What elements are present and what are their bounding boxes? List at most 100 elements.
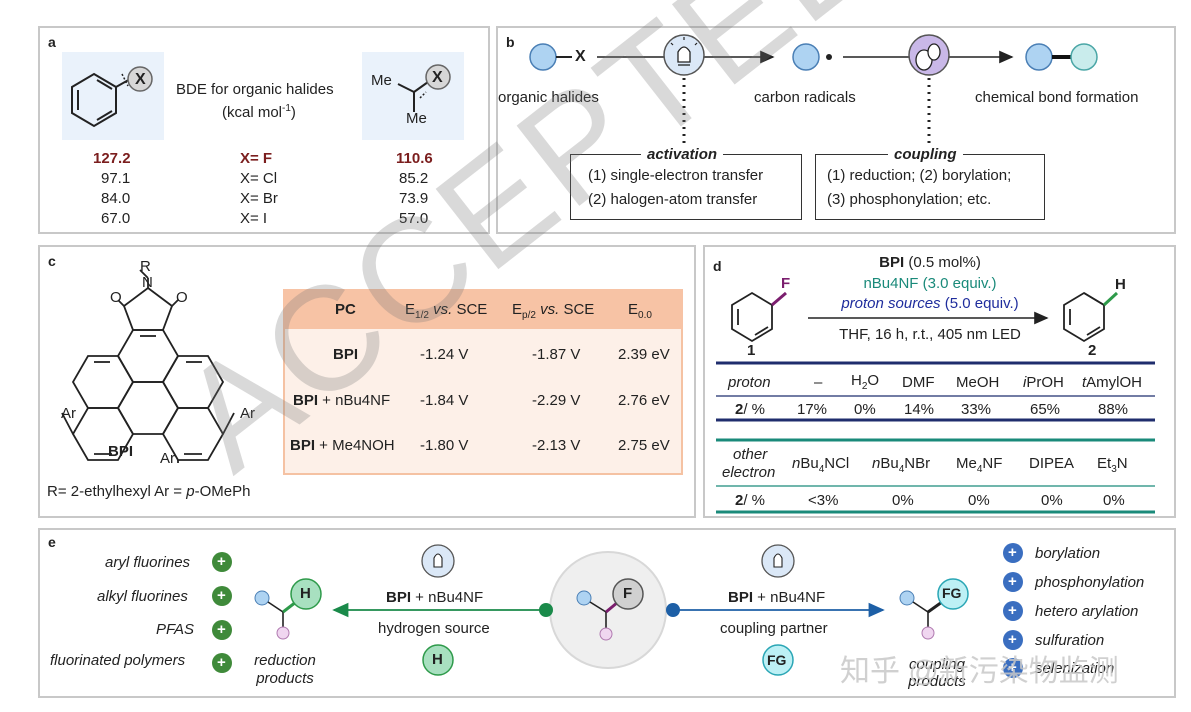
aryl-x-atom: X (135, 71, 146, 88)
plus-badge-right-4: + (1008, 659, 1017, 676)
row-1-e00: 2.76 eV (618, 392, 670, 409)
electron-yield-2: 0% (968, 492, 990, 509)
proton-label: proton (728, 374, 771, 391)
proton-yield-label: 2/ % (735, 401, 766, 418)
cmpd-2: 2 (1088, 342, 1097, 359)
bpi-name: BPI (108, 443, 134, 460)
plus-badge-right-0: + (1008, 544, 1017, 561)
coupling-box (815, 154, 1045, 220)
left-item-0: aryl fluorines (105, 554, 191, 571)
bpi-r-label: R (140, 258, 151, 275)
proton-src-5: tAmylOH (1082, 374, 1143, 391)
plus-badge-right-1: + (1008, 573, 1017, 590)
cond-4: THF, 16 h, r.t., 405 nm LED (839, 326, 1021, 343)
alkyl-halide-structure (362, 52, 464, 140)
alkyl-x-atom: X (432, 69, 443, 86)
plus-badge-left-3: + (217, 654, 226, 671)
bde-title-1: BDE for organic halides (176, 81, 334, 98)
panel-e-label: e (48, 534, 56, 550)
bde-alkyl-1: 85.2 (399, 170, 429, 187)
row-2-pc: BPI + Me4NOH (290, 437, 395, 454)
bpi-ar-left: Ar (61, 405, 76, 422)
plus-badge-right-3: + (1008, 631, 1017, 648)
bde-alkyl-2: 73.9 (399, 190, 429, 207)
panel-b-label: b (506, 34, 515, 50)
proton-yield-2: 14% (904, 401, 935, 418)
coupling-products-2: products (908, 673, 966, 690)
proton-src-1: H2O (851, 372, 880, 392)
coupling-1: (1) reduction; (2) borylation; (827, 167, 1012, 184)
left-item-1: alkyl fluorines (97, 588, 188, 605)
plus-badge-right-2: + (1008, 602, 1017, 619)
proton-yield-3: 33% (961, 401, 992, 418)
plus-badge-left-2: + (217, 621, 226, 638)
panel-a-label: a (48, 34, 56, 50)
bond-formation-label: chemical bond formation (975, 89, 1139, 106)
right-cond-2: coupling partner (720, 620, 828, 637)
carbon-radicals-label: carbon radicals (754, 89, 856, 106)
row-2-e12: -1.80 V (420, 437, 469, 454)
electron-label-1: other (733, 446, 768, 463)
aryl-halide-structure (62, 52, 164, 140)
plus-badge-left-0: + (217, 553, 226, 570)
electron-src-0: nBu4NCl (792, 455, 850, 475)
proton-yield-0: 17% (797, 401, 828, 418)
left-item-3: fluorinated polymers (50, 652, 186, 669)
bpi-n-label: N (142, 274, 153, 291)
coupling-fg-atom: FG (942, 585, 962, 601)
zhihu-watermark: 知乎 @新污染物监测 (840, 655, 1119, 688)
bde-halide-2: X= Br (240, 190, 278, 207)
bpi-o-left: O (110, 289, 122, 306)
row-0-e12: -1.24 V (420, 346, 469, 363)
activation-2: (2) halogen-atom transfer (588, 191, 758, 208)
bpi-ar-right: Ar (240, 405, 255, 422)
right-cond-1: BPI + nBu4NF (728, 589, 826, 606)
bpi-o-right: O (176, 289, 188, 306)
proton-src-0: – (814, 374, 823, 391)
reduction-products-1: reduction (254, 652, 316, 669)
b-x-atom: X (575, 48, 586, 65)
row-1-pc: BPI + nBu4NF (293, 392, 391, 409)
activation-title: activation (641, 146, 724, 163)
electron-src-4: Et3N (1097, 455, 1128, 475)
bde-halide-3: X= I (240, 210, 268, 227)
coupling-2: (3) phosphonylation; etc. (827, 191, 992, 208)
cmpd-1: 1 (747, 342, 756, 359)
electron-src-1: nBu4NBr (872, 455, 931, 475)
row-0-ep2: -1.87 V (532, 346, 581, 363)
proton-src-3: MeOH (956, 374, 1000, 391)
right-item-3: sulfuration (1035, 632, 1105, 649)
plus-badge-left-1: + (217, 587, 226, 604)
activation-1: (1) single-electron transfer (588, 167, 764, 184)
electron-src-2: Me4NF (956, 455, 1003, 475)
reduction-h-atom: H (300, 585, 311, 602)
row-1-e12: -1.84 V (420, 392, 469, 409)
me-bottom: Me (406, 110, 427, 127)
panel-c-label: c (48, 253, 56, 269)
electron-label-2: electron (722, 464, 776, 481)
bde-aryl-3: 67.0 (101, 210, 131, 227)
d-f-atom: F (781, 275, 791, 292)
electron-src-3: DIPEA (1029, 455, 1075, 472)
proton-src-4: iPrOH (1023, 374, 1064, 391)
redox-table-header-bg (283, 289, 683, 329)
center-f-atom: F (623, 585, 633, 602)
hdr-ep2: Ep/2 vs. SCE (512, 301, 595, 321)
bde-halide-1: X= Cl (240, 170, 278, 187)
proton-src-2: DMF (902, 374, 935, 391)
hdr-e00: E0.0 (628, 301, 652, 321)
row-0-e00: 2.39 eV (618, 346, 670, 363)
hdr-pc: PC (335, 301, 356, 318)
proton-yield-5: 88% (1098, 401, 1129, 418)
right-item-0: borylation (1035, 545, 1101, 562)
proton-yield-1: 0% (854, 401, 876, 418)
bde-aryl-2: 84.0 (101, 190, 131, 207)
reagent-fg: FG (767, 652, 787, 668)
cond-2: nBu4NF (3.0 equiv.) (863, 275, 997, 292)
electron-yield-3: 0% (1041, 492, 1063, 509)
bde-aryl-0: 127.2 (93, 150, 131, 167)
electron-yield-4: 0% (1103, 492, 1125, 509)
electron-yield-1: 0% (892, 492, 914, 509)
bpi-footnote: R= 2-ethylhexyl Ar = p-OMePh (47, 483, 251, 500)
